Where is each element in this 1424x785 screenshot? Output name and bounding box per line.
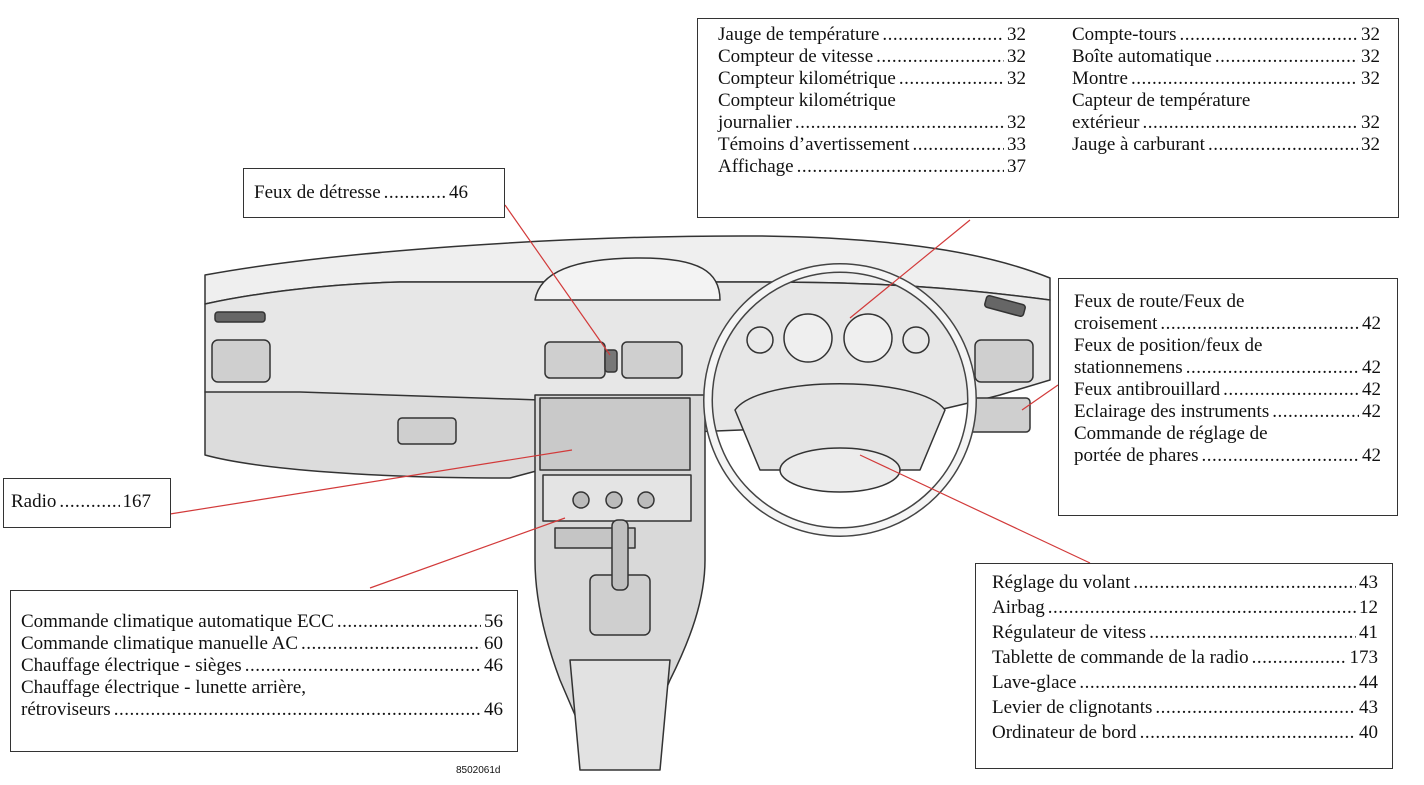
list-item-line1: Compteur kilométrique [718,90,896,111]
armrest [569,659,671,771]
instruments-callout: Jauge de température32 Compteur de vites… [697,18,1399,218]
pointer-steering [859,454,1091,564]
defroster-recess [534,257,721,301]
list-item: Commande climatique manuelle AC60 [21,633,503,655]
instruments-right-column: Compte-tours32 Boîte automatique32 Montr… [1072,24,1380,156]
lights-callout: Feux de route/Feux de croisement42 Feux … [1058,278,1398,516]
steering-hub [734,383,946,471]
list-item: rétroviseurs46 [21,699,503,721]
list-item: Lave-glace44 [992,672,1378,694]
light-switches [967,397,1031,433]
steering-callout: Réglage du volant43 Airbag12 Régulateur … [975,563,1393,769]
list-item: stationnemens42 [1074,357,1381,379]
vent-right [974,339,1034,383]
list-item: Témoins d’avertissement33 [718,134,1026,156]
hazard-switch [604,349,618,373]
list-item-line1: Capteur de température [1072,90,1251,111]
list-item: Jauge de température32 [718,24,1026,46]
pointer-radio [169,449,573,515]
list-item: Feux de détresse46 [254,182,468,204]
figure-code: 8502061d [456,765,501,776]
fuel-gauge [902,326,930,354]
list-item: Commande climatique automatique ECC56 [21,611,503,633]
list-item: Tablette de commande de la radio173 [992,647,1378,669]
airbag-pad [779,447,901,493]
list-item: croisement42 [1074,313,1381,335]
list-item: Réglage du volant43 [992,572,1378,594]
list-item: Eclairage des instruments42 [1074,401,1381,423]
list-item: Ordinateur de bord40 [992,722,1378,744]
list-item: Feux antibrouillard42 [1074,379,1381,401]
list-item: journalier32 [718,112,1026,134]
pointer-climate [369,517,566,589]
vent-center-left [544,341,606,379]
list-item: Airbag12 [992,597,1378,619]
climate-callout: Commande climatique automatique ECC56 Co… [10,590,518,752]
glovebox-latch [397,417,457,445]
radio-callout: Radio167 [3,478,171,528]
radio-unit [539,397,691,471]
pointer-lines [169,204,1091,589]
list-item: Affichage37 [718,156,1026,178]
list-item: Compteur kilométrique32 [718,68,1026,90]
hazard-callout: Feux de détresse46 [243,168,505,218]
tachometer [843,313,893,363]
list-item-line1: Commande de réglage de [1074,423,1268,444]
list-item: Montre32 [1072,68,1380,90]
list-item-line1: Feux de position/feux de [1074,335,1263,356]
list-item: extérieur32 [1072,112,1380,134]
pointer-hazard [504,204,611,356]
temperature-gauge [746,326,774,354]
glovebox-panel [204,391,541,479]
list-item: Compte-tours32 [1072,24,1380,46]
instruments-left-column: Jauge de température32 Compteur de vites… [718,24,1026,178]
list-item: Radio167 [11,491,151,513]
list-item-line1: Chauffage électrique - lunette arrière, [21,677,307,698]
vent-center-right [621,341,683,379]
pointer-lights [1021,384,1059,411]
list-item-line1: Feux de route/Feux de [1074,291,1245,312]
list-item: Régulateur de vitess41 [992,622,1378,644]
speedometer [783,313,833,363]
list-item: Levier de clignotants43 [992,697,1378,719]
list-item: Compteur de vitesse32 [718,46,1026,68]
list-item: Boîte automatique32 [1072,46,1380,68]
list-item: portée de phares42 [1074,445,1381,467]
list-item: Jauge à carburant32 [1072,134,1380,156]
list-item: Chauffage électrique - sièges46 [21,655,503,677]
pointer-instruments [849,219,971,319]
vent-left [211,339,271,383]
